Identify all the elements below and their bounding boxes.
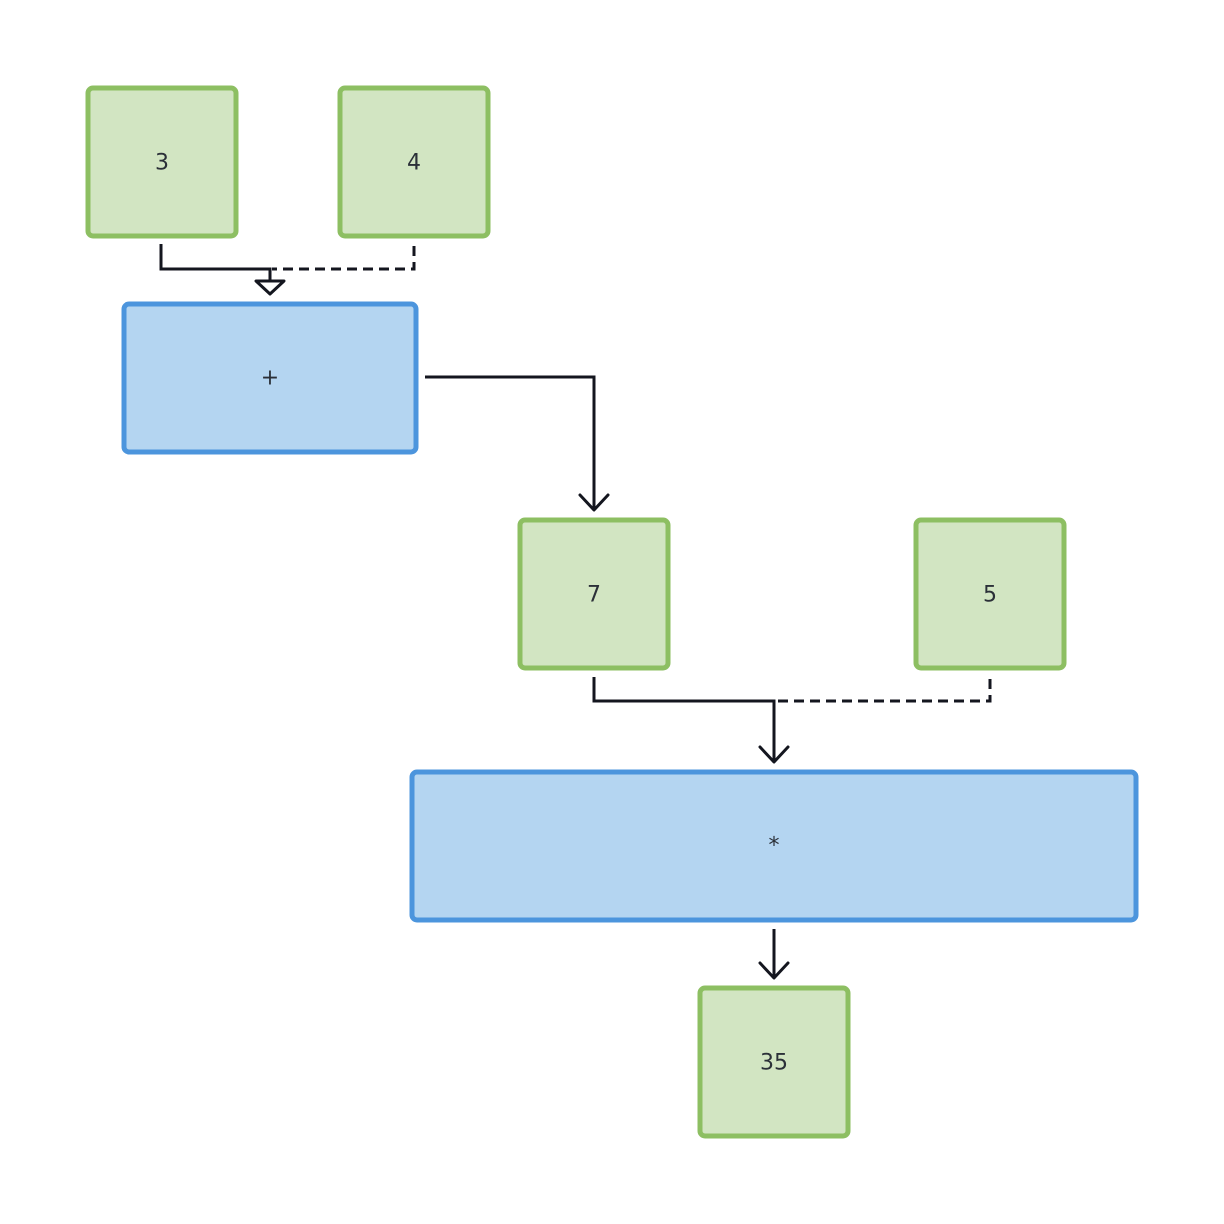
operator-node-multiply[interactable]: * xyxy=(409,769,1139,923)
value-node-35[interactable]: 35 xyxy=(697,985,851,1139)
edge-group-add-inputs xyxy=(159,244,416,296)
node-label: 7 xyxy=(587,583,601,608)
edge-4-to-plus xyxy=(272,246,416,271)
edge-group-multiply-inputs xyxy=(592,677,992,764)
edge-group-plus-to-7 xyxy=(425,375,610,512)
node-label: 4 xyxy=(407,151,421,176)
arrow-down-icon xyxy=(758,745,790,764)
edge-group-multiply-to-35 xyxy=(758,929,790,980)
value-node-7[interactable]: 7 xyxy=(517,517,671,671)
hollow-arrow-icon xyxy=(254,279,286,296)
edge-plus-to-7 xyxy=(425,375,596,509)
node-label: 5 xyxy=(983,583,997,608)
arrow-down-icon xyxy=(578,493,610,512)
arrow-down-icon xyxy=(758,961,790,980)
edge-3-to-plus xyxy=(159,244,272,280)
operator-node-plus[interactable]: + xyxy=(121,301,419,455)
edge-5-to-multiply xyxy=(776,679,992,703)
node-label: * xyxy=(769,834,780,859)
value-node-4[interactable]: 4 xyxy=(337,85,491,239)
edge-7-to-multiply xyxy=(592,677,776,761)
node-label: + xyxy=(261,366,279,391)
node-label: 35 xyxy=(760,1051,788,1076)
node-label: 3 xyxy=(155,151,169,176)
value-node-5[interactable]: 5 xyxy=(913,517,1067,671)
value-node-3[interactable]: 3 xyxy=(85,85,239,239)
